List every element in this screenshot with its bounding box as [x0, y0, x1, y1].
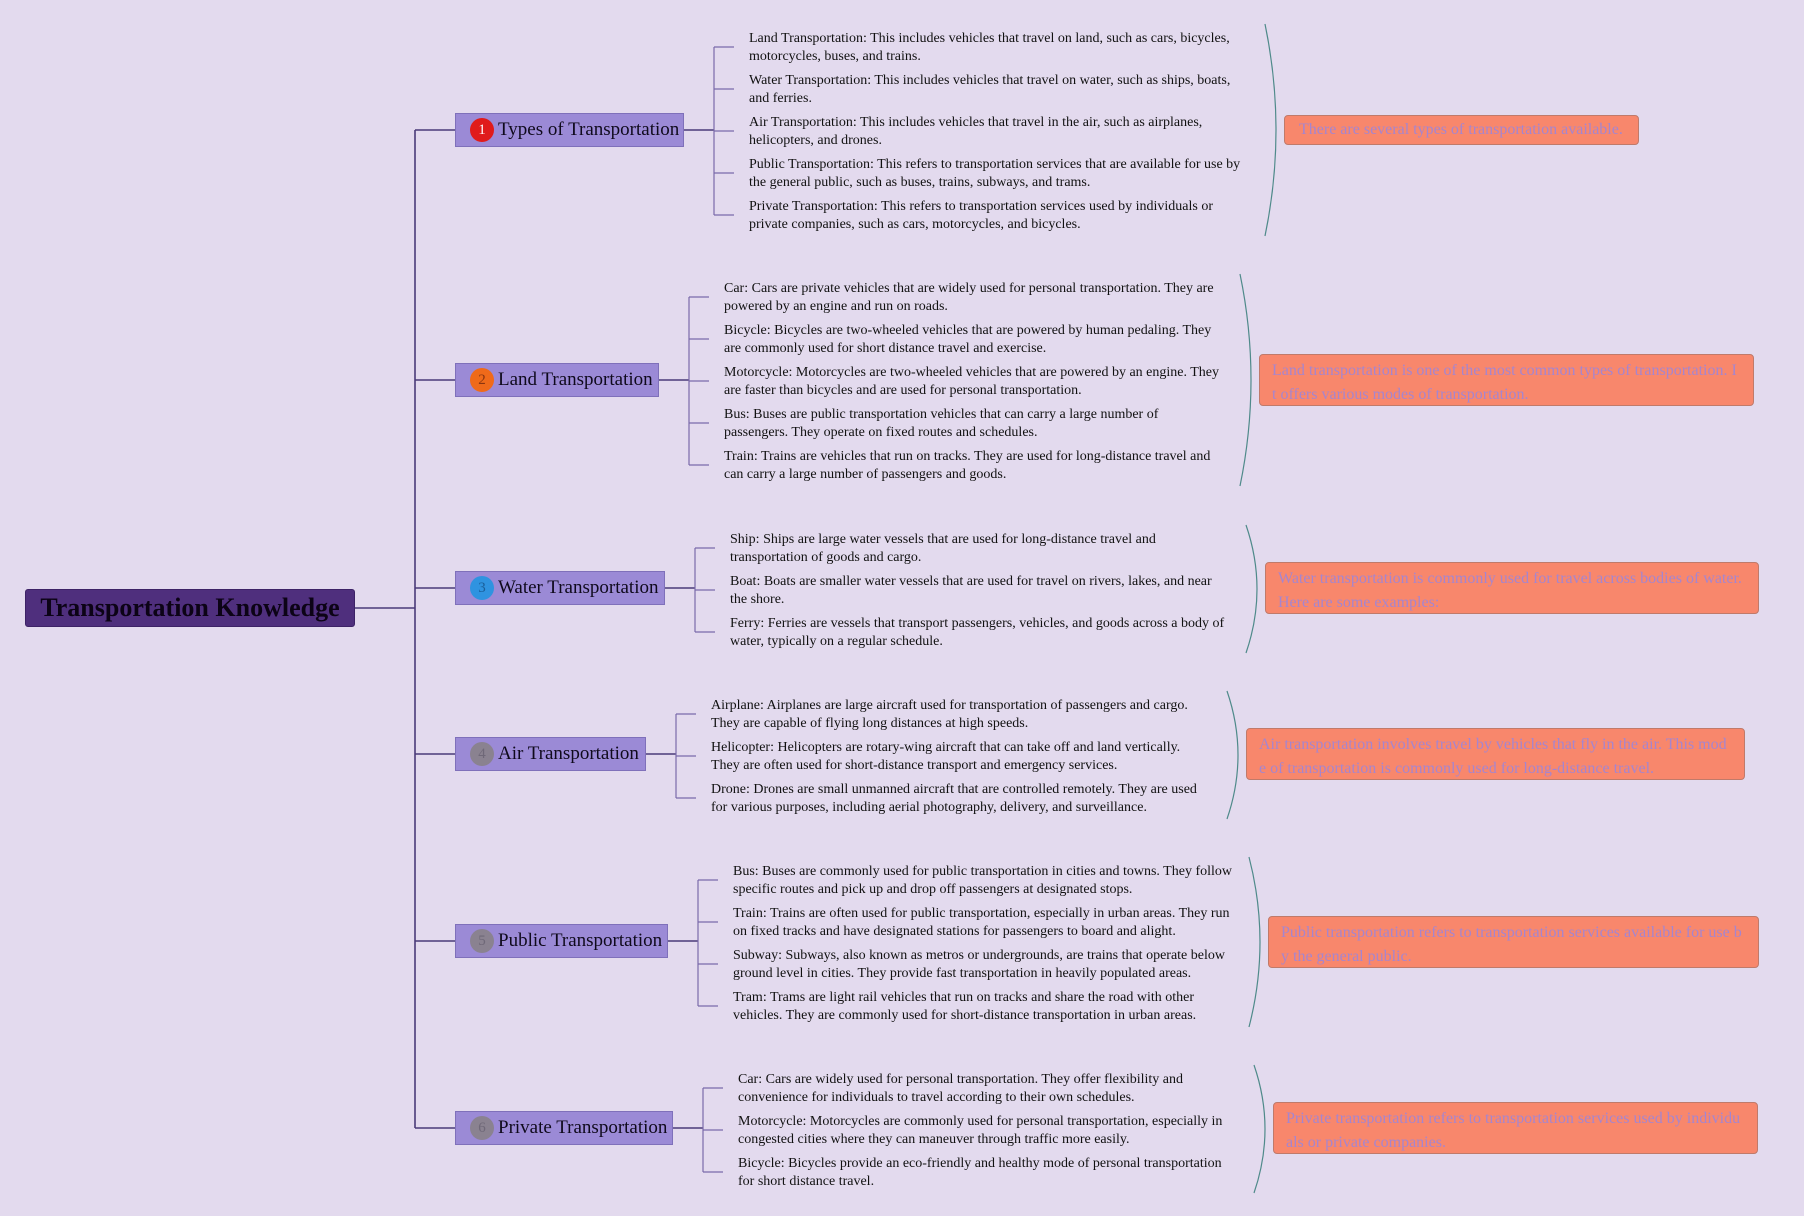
leaf-item[interactable]: Helicopter: Helicopters are rotary-wing … [711, 740, 1181, 773]
summary-callout[interactable]: Land transportation is one of the most c… [1259, 354, 1754, 406]
branch-types-of-transportation[interactable]: 1 Types of Transportation [455, 113, 684, 147]
leaf-item[interactable]: Public Transportation: This refers to tr… [749, 157, 1241, 190]
summary-callout[interactable]: Public transportation refers to transpor… [1268, 916, 1759, 968]
branch-label: Land Transportation [498, 369, 653, 390]
branch-label: Air Transportation [498, 743, 639, 764]
leaf-item[interactable]: Boat: Boats are smaller water vessels th… [730, 574, 1212, 607]
summary-callout[interactable]: Water transportation is commonly used fo… [1265, 562, 1759, 614]
root-topic[interactable]: Transportation Knowledge [25, 589, 355, 627]
leaf-item[interactable]: Bus: Buses are public transportation veh… [724, 407, 1159, 440]
number-badge-icon: 4 [470, 742, 494, 766]
leaf-item[interactable]: Bus: Buses are commonly used for public … [733, 864, 1232, 897]
summary-arc [1245, 524, 1258, 654]
summary-arc [1264, 23, 1277, 237]
summary-arc [1226, 690, 1239, 820]
number-badge-icon: 2 [470, 368, 494, 392]
leaf-item[interactable]: Private Transportation: This refers to t… [749, 199, 1214, 232]
branch-water-transportation[interactable]: 3 Water Transportation [455, 571, 665, 605]
branch-land-transportation[interactable]: 2 Land Transportation [455, 363, 659, 397]
leaf-item[interactable]: Water Transportation: This includes vehi… [749, 73, 1231, 106]
branch-label: Water Transportation [498, 577, 659, 598]
branch-private-transportation[interactable]: 6 Private Transportation [455, 1111, 673, 1145]
number-badge-icon: 1 [470, 118, 494, 142]
summary-callout[interactable]: Private transportation refers to transpo… [1273, 1102, 1758, 1154]
summary-arc [1239, 273, 1252, 487]
leaf-item[interactable]: Car: Cars are widely used for personal t… [738, 1072, 1184, 1105]
branch-label: Public Transportation [498, 930, 663, 951]
leaf-item[interactable]: Subway: Subways, also known as metros or… [733, 948, 1225, 981]
leaf-item[interactable]: Air Transportation: This includes vehicl… [749, 115, 1203, 148]
summary-arc [1253, 1064, 1266, 1194]
summary-callout[interactable]: There are several types of transportatio… [1284, 115, 1639, 145]
branch-label: Private Transportation [498, 1117, 668, 1138]
number-badge-icon: 3 [470, 576, 494, 600]
leaf-item[interactable]: Bicycle: Bicycles provide an eco-friendl… [738, 1156, 1222, 1189]
number-badge-icon: 5 [470, 929, 494, 953]
leaf-item[interactable]: Train: Trains are often used for public … [733, 906, 1230, 939]
summary-arc [1248, 856, 1261, 1028]
leaf-item[interactable]: Car: Cars are private vehicles that are … [724, 281, 1214, 314]
summary-callout[interactable]: Air transportation involves travel by ve… [1246, 728, 1745, 780]
leaf-item[interactable]: Ferry: Ferries are vessels that transpor… [730, 616, 1225, 649]
branch-public-transportation[interactable]: 5 Public Transportation [455, 924, 668, 958]
leaf-item[interactable]: Tram: Trams are light rail vehicles that… [733, 990, 1197, 1023]
leaf-item[interactable]: Airplane: Airplanes are large aircraft u… [711, 698, 1188, 731]
leaf-item[interactable]: Land Transportation: This includes vehic… [749, 31, 1230, 64]
branch-air-transportation[interactable]: 4 Air Transportation [455, 737, 646, 771]
branch-label: Types of Transportation [498, 119, 680, 140]
leaf-item[interactable]: Motorcycle: Motorcycles are commonly use… [738, 1114, 1223, 1147]
leaf-item[interactable]: Train: Trains are vehicles that run on t… [724, 449, 1211, 482]
number-badge-icon: 6 [470, 1116, 494, 1140]
leaf-item[interactable]: Ship: Ships are large water vessels that… [730, 532, 1156, 565]
leaf-item[interactable]: Drone: Drones are small unmanned aircraf… [711, 782, 1197, 815]
leaf-item[interactable]: Bicycle: Bicycles are two-wheeled vehicl… [724, 323, 1212, 356]
leaf-item[interactable]: Motorcycle: Motorcycles are two-wheeled … [724, 365, 1219, 398]
